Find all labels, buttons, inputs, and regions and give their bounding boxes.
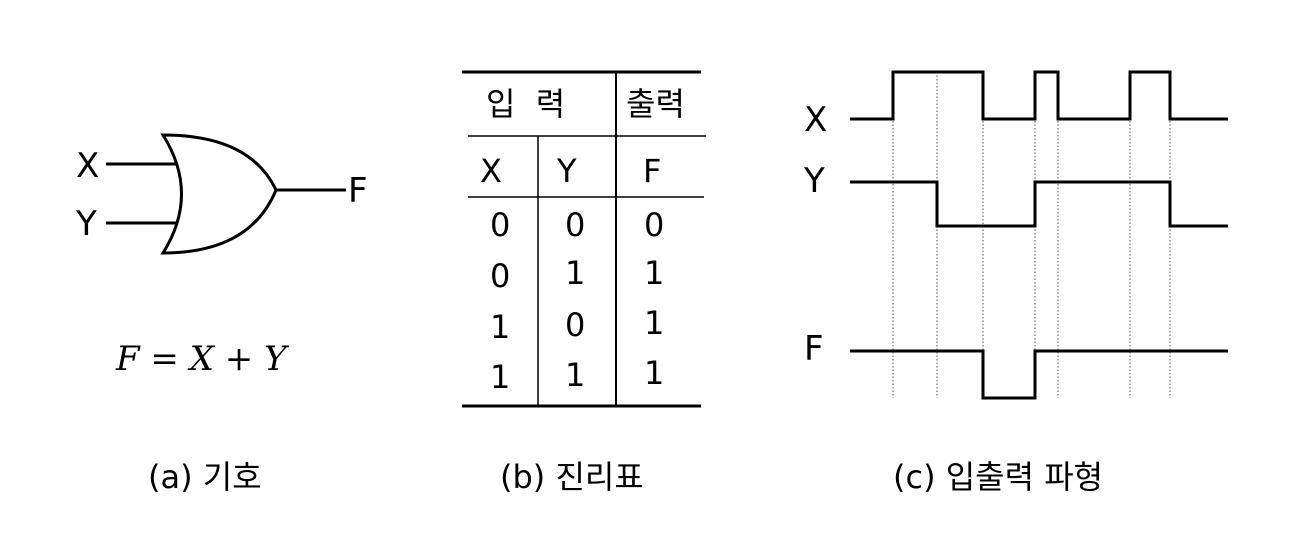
input-y-label: Y <box>75 204 97 244</box>
table-cell: 0 <box>644 206 664 244</box>
caption-truth-table: (b) 진리표 <box>500 458 644 496</box>
boolean-equation: F = X + Y <box>115 339 290 379</box>
table-cell: 1 <box>644 354 664 392</box>
truth-table: 입 력 출력 X Y F 0 0 0 0 1 1 1 0 1 1 1 1 (b)… <box>462 70 706 496</box>
column-header-y: Y <box>556 152 577 190</box>
table-cell: 0 <box>565 206 585 244</box>
table-cell: 1 <box>644 254 664 292</box>
table-cell: 1 <box>490 308 510 346</box>
f-waveform <box>850 349 1228 400</box>
input-x-label: X <box>76 146 99 186</box>
table-cell: 1 <box>490 358 510 396</box>
table-cell: 0 <box>490 257 510 295</box>
header-output: 출력 <box>626 85 685 123</box>
x-waveform <box>850 70 1228 121</box>
y-waveform <box>850 180 1228 228</box>
table-cell: 0 <box>565 306 585 344</box>
caption-waveform: (c) 입출력 파형 <box>893 458 1103 496</box>
timing-guides <box>892 72 1171 398</box>
or-gate-symbol: X Y F F = X + Y (a) 기호 <box>75 133 368 496</box>
table-cell: 0 <box>490 206 510 244</box>
waveform-label-y: Y <box>803 161 825 201</box>
waveform-diagram: X Y F (c) 입출력 파형 <box>803 70 1228 496</box>
output-f-label: F <box>348 171 368 211</box>
header-inputs: 입 력 <box>486 85 565 123</box>
table-cell: 1 <box>565 254 585 292</box>
column-header-f: F <box>643 152 661 190</box>
or-gate-body <box>160 133 278 255</box>
waveform-traces <box>850 70 1228 400</box>
caption-symbol: (a) 기호 <box>148 458 262 496</box>
waveform-label-x: X <box>804 100 827 140</box>
table-cell: 1 <box>644 304 664 342</box>
column-header-x: X <box>480 152 502 190</box>
waveform-label-f: F <box>804 329 824 369</box>
table-cell: 1 <box>565 356 585 394</box>
